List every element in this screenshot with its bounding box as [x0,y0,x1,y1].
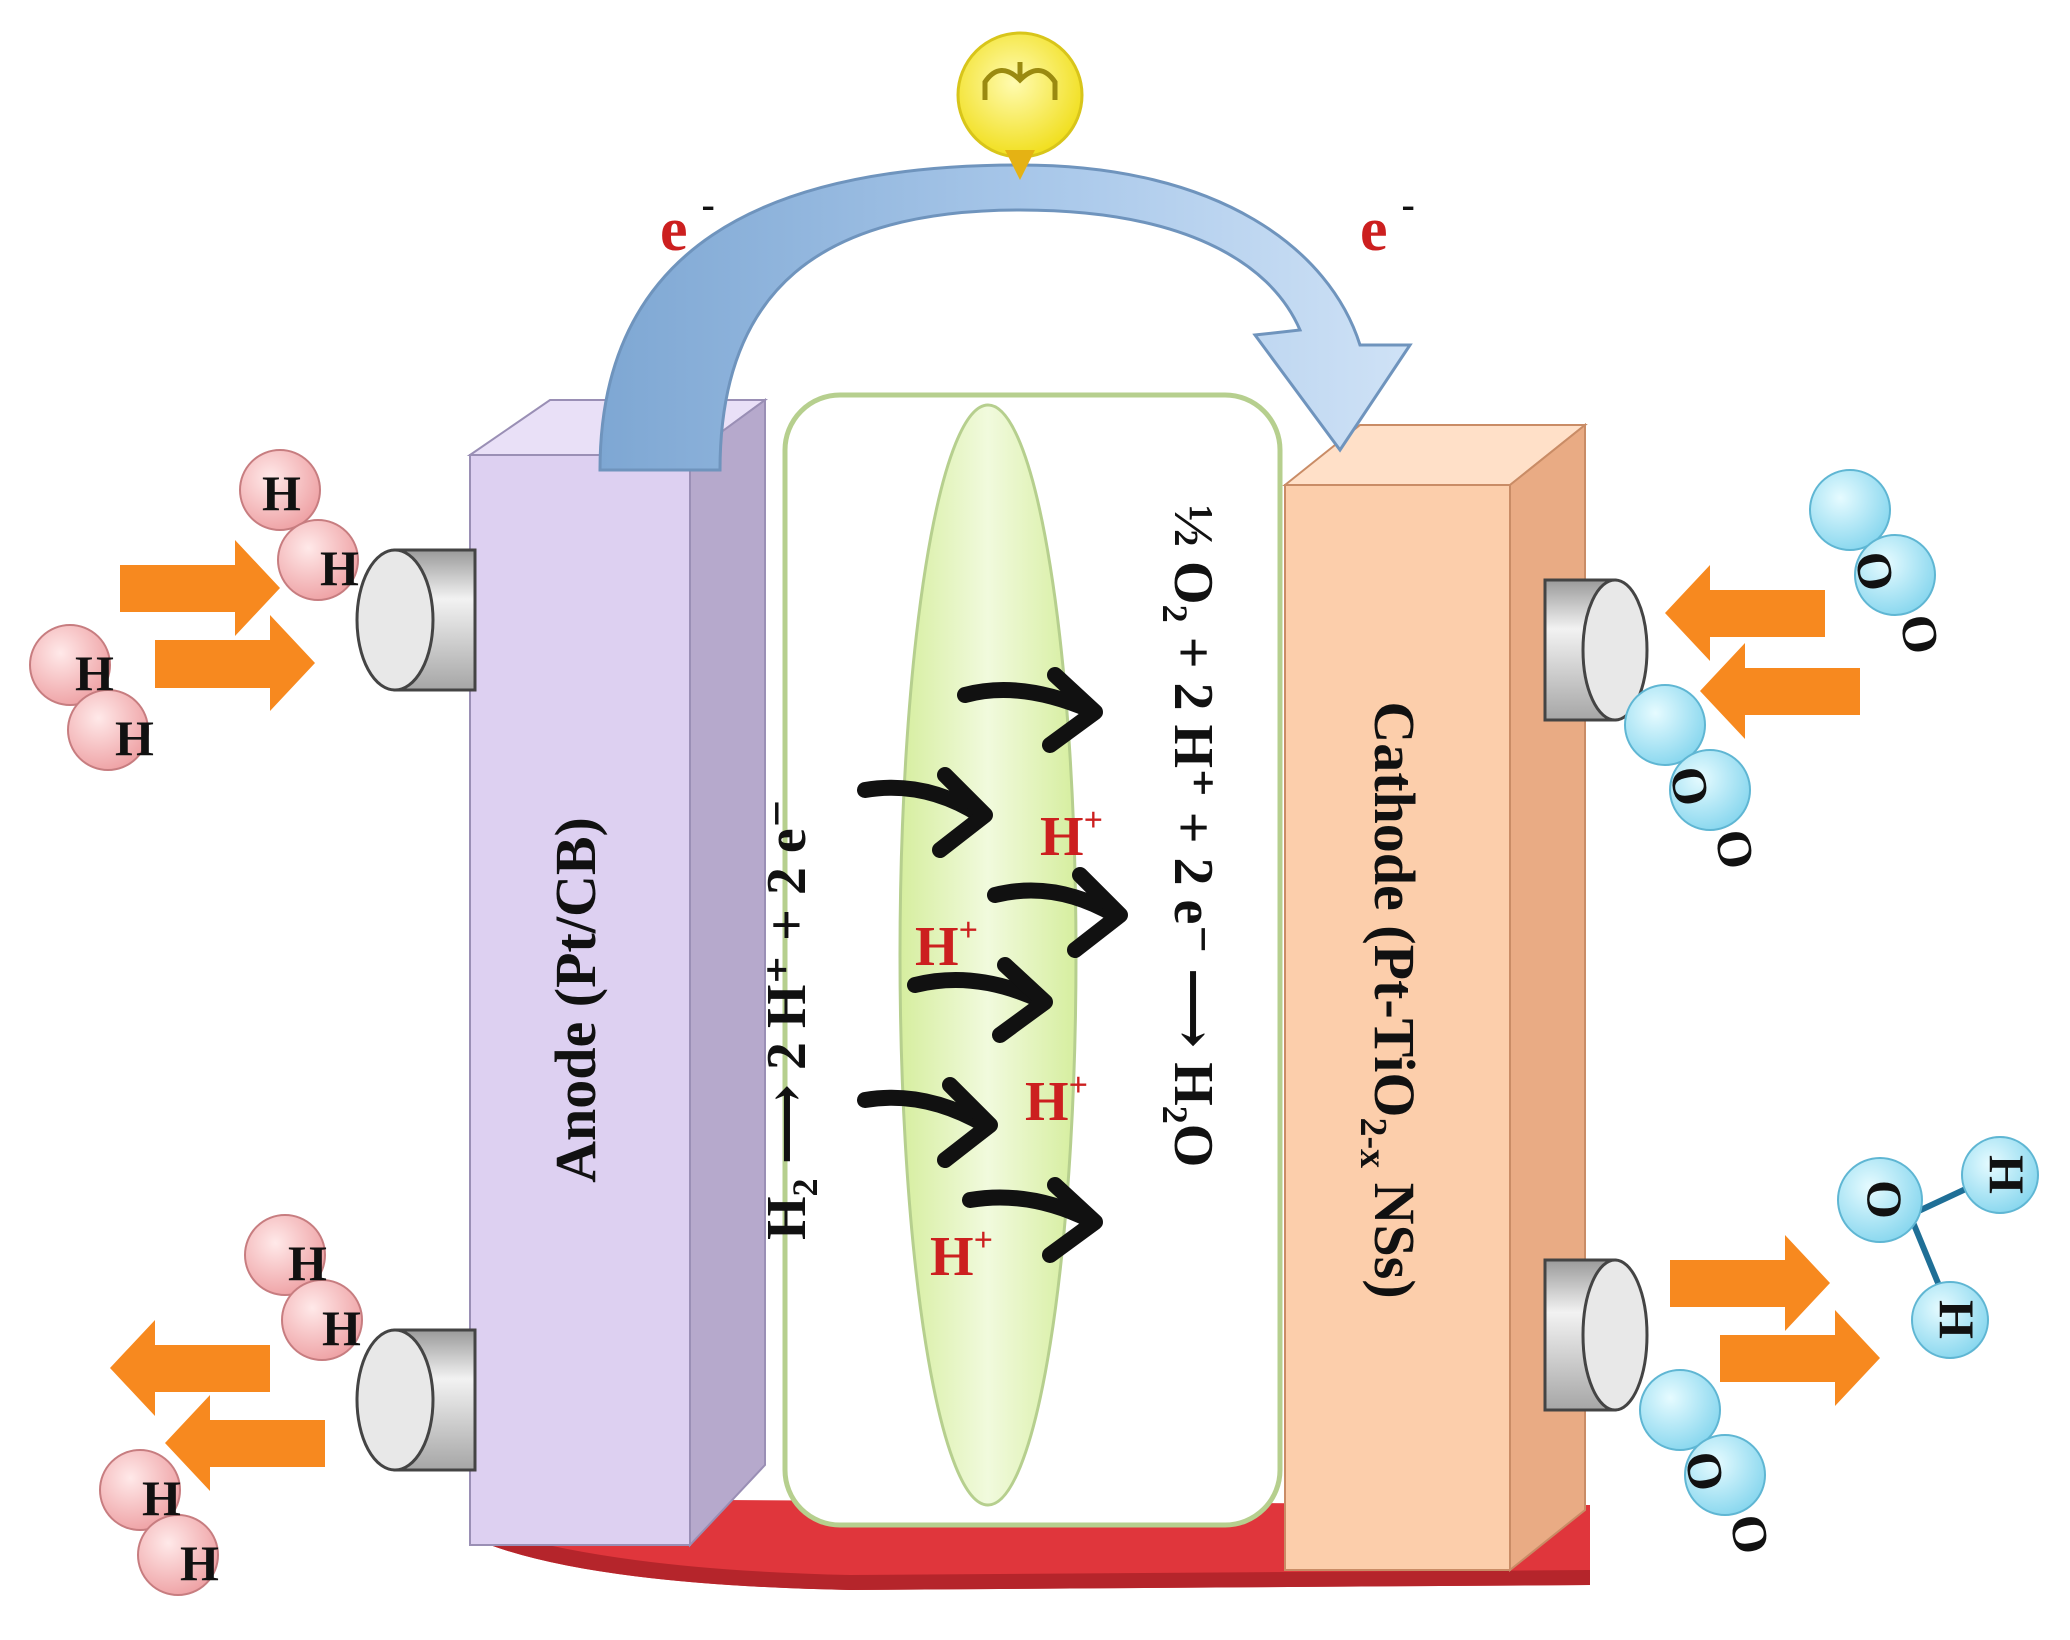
orange-flow-arrow-icon [110,1320,270,1416]
anode-outlet-pipe [355,1328,477,1472]
orange-flow-arrows [110,540,1880,1491]
svg-text:H: H [180,1535,219,1591]
svg-text:O: O [1659,762,1721,810]
proton-label: H+ [915,912,978,978]
svg-text:O: O [1704,825,1766,873]
orange-flow-arrow-icon [1720,1310,1880,1406]
svg-text:O: O [1674,1447,1736,1495]
h2-molecule-icon: H H [244,1214,363,1361]
curved-arrow-icon [957,667,1103,753]
svg-text:H: H [142,1470,181,1526]
curved-arrow-icon [907,957,1053,1043]
electron-label-right: e- [1360,182,1415,264]
svg-text:O: O [1889,610,1951,658]
svg-text:H: H [320,540,359,596]
proton-label: H+ [1025,1067,1088,1133]
anode-side [689,398,766,1548]
cathode-front [1284,484,1511,1571]
proton-arrows [857,667,1128,1263]
cathode-label: Cathode (Pt-TiO2-x NSs) [1352,701,1427,1298]
anode-reaction: H2 ⟶ 2 H⁺ + 2 e⁻ [756,799,825,1240]
h2-molecule-icon: H H [99,1449,219,1596]
electron-label-left: e- [660,182,715,264]
svg-text:H: H [322,1300,361,1356]
curved-arrow-icon [857,1077,998,1168]
svg-text:H: H [288,1235,327,1291]
orange-flow-arrow-icon [1700,643,1860,739]
svg-text:O: O [1857,1180,1913,1219]
anode-label: Anode (Pt/CB) [543,817,608,1183]
orange-flow-arrow-icon [1670,1235,1830,1331]
cathode-reaction: ½ O2 + 2 H⁺ + 2 e⁻ ⟶ H2O [1155,505,1224,1167]
svg-text:O: O [1844,547,1906,595]
anode-inlet-pipe [355,548,477,692]
curved-arrow-icon [857,767,993,858]
orange-flow-arrow-icon [165,1395,325,1491]
base-plate-shadow [490,1530,1590,1590]
electron-flow-arrow [598,163,1413,472]
orange-flow-arrow-icon [155,615,315,711]
svg-text:H: H [75,645,114,701]
water-molecule-icon: O H H [1837,1136,2039,1359]
orange-flow-arrow-icon [120,540,280,636]
light-bulb-icon [956,31,1084,180]
curved-arrow-icon [962,1177,1103,1263]
orange-flow-arrow-icon [1665,565,1825,661]
anode-front [469,454,691,1546]
svg-text:H: H [1929,1300,1985,1339]
o2-molecule-icon: O O [1624,684,1766,873]
proton-label: H+ [1040,802,1103,868]
cathode-inlet-pipe [1543,578,1649,722]
h2-molecule-icon: H H [29,624,154,771]
proton-label: H+ [930,1222,993,1288]
svg-text:H: H [262,465,301,521]
o2-molecule-icon: O O [1809,469,1951,658]
h2-molecule-icon: H H [239,449,359,601]
svg-text:H: H [1979,1155,2035,1194]
svg-text:O: O [1719,1510,1781,1558]
svg-text:H: H [115,710,154,766]
curved-arrow-icon [987,867,1128,958]
o2-molecule-icon: O O [1639,1369,1781,1558]
cathode-outlet-pipe [1543,1258,1649,1412]
